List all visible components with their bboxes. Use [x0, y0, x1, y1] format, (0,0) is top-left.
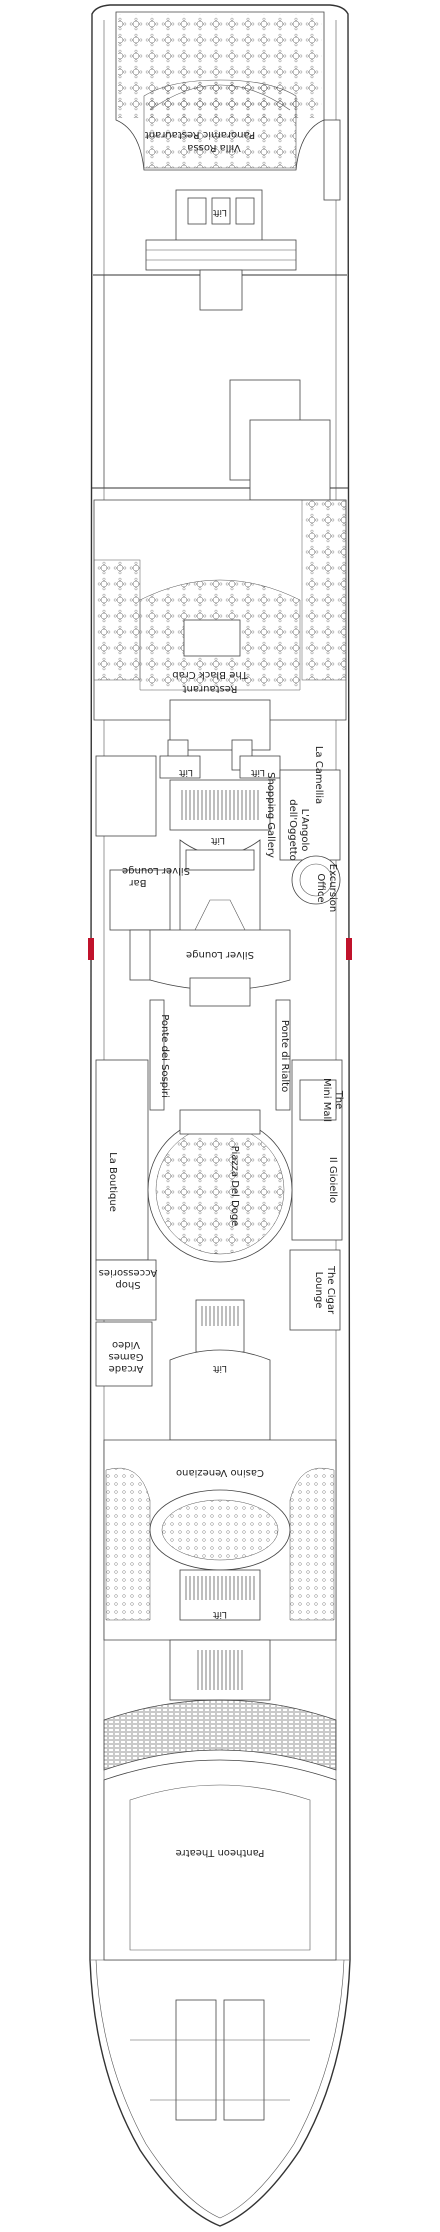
- label-mini-mall: Mini Mall: [321, 1078, 332, 1122]
- label-lift-fwd: Lift: [213, 1609, 228, 1619]
- label-ponte-di-rialto: Ponte di Rialto: [279, 1020, 290, 1092]
- piazza-del-doge-area: [95, 1059, 343, 1263]
- label-pantheon-theatre: Pantheon Theatre: [176, 1847, 265, 1858]
- label-shop: Shop: [115, 1279, 140, 1290]
- label-the-cigar: The Cigar: [325, 1265, 336, 1315]
- label-games: Games: [109, 1351, 144, 1362]
- shops-arcade-area: [95, 1249, 341, 1441]
- label-excursion: Excursion: [327, 864, 338, 912]
- label-restaurant: Restaurant: [183, 683, 238, 694]
- label-silver-lounge-bar: Silver Lounge: [122, 865, 190, 876]
- label-lift-aft: Lift: [213, 207, 228, 217]
- label-villa-rossa: Villa Rossa: [187, 142, 240, 153]
- label-shopping-gallery: Shopping Gallery: [265, 772, 276, 858]
- label-silver-lounge: Silver Lounge: [186, 949, 254, 960]
- silver-lounge-area: [149, 929, 291, 1111]
- label-lift-fwd-upper: Lift: [213, 1363, 228, 1373]
- label-video: Video: [112, 1339, 140, 1350]
- label-the-black-crab: The Black Crab: [172, 669, 249, 680]
- label-ponte-dei-sospiri: Ponte dei Sospiri: [159, 1014, 170, 1098]
- black-crab-restaurant-area: [93, 499, 347, 771]
- label-panoramic-restaurant: Panoramic Restaurant: [145, 129, 255, 140]
- port-side-marker: [88, 938, 94, 960]
- label-lounge: Lounge: [313, 1272, 324, 1309]
- label-langolo: L'Angolo: [299, 809, 310, 852]
- label-il-gioiello: Il Gioiello: [327, 1157, 338, 1203]
- label-la-camellia: La Camellia: [313, 746, 324, 804]
- pantheon-theatre-area: [103, 1639, 337, 1961]
- label-lift-port-mid: Lift: [179, 767, 194, 777]
- label-dell-oggetto: dell'Oggetto: [287, 799, 298, 860]
- panoramic-restaurant-area: [115, 11, 341, 311]
- starboard-side-marker: [346, 938, 352, 960]
- casino-veneziano-area: [103, 1439, 337, 1641]
- open-deck-structure: [103, 275, 331, 501]
- label-casino-veneziano: Casino Veneziano: [176, 1467, 264, 1478]
- label-lift-star-mid: Lift: [251, 767, 266, 777]
- inner-hull-line: [95, 1959, 345, 2219]
- bow-structure: [130, 1999, 310, 2121]
- label-la-boutique: La Boutique: [107, 1152, 118, 1212]
- label-office: Office: [315, 873, 326, 902]
- label-lift-center: Lift: [211, 835, 226, 845]
- label-accessories: Accessories: [99, 1267, 158, 1278]
- label-the: The: [333, 1090, 344, 1110]
- label-bar: Bar: [129, 877, 147, 888]
- label-arcade: Arcade: [109, 1363, 144, 1374]
- label-piazza-del-doge: Piazza Del Doge: [229, 1146, 240, 1227]
